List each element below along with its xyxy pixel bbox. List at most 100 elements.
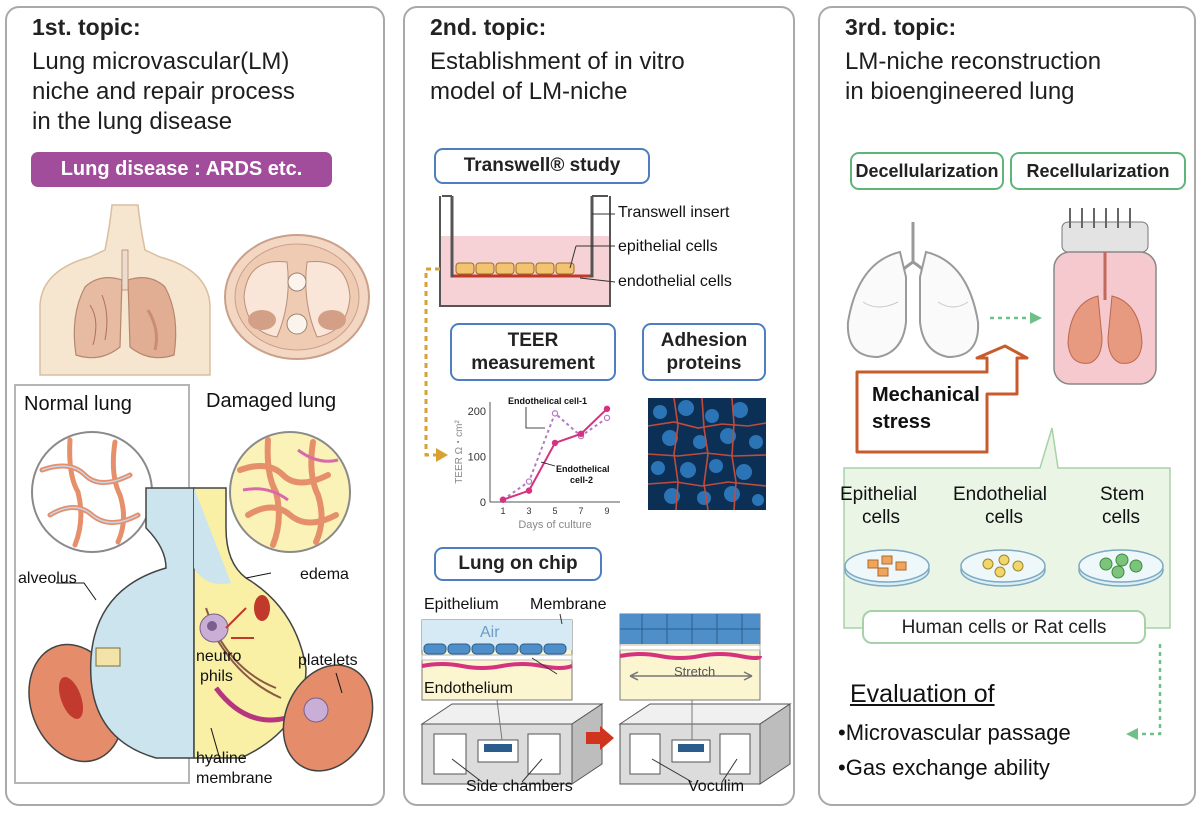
decellularization-label: Decellularization: [855, 161, 999, 181]
series-2-line: [502, 408, 608, 501]
alveolus-label: alveolus: [18, 570, 77, 587]
cells-to-evaluation-arrow: [1126, 644, 1162, 740]
endothelial-cells-label: endothelial cells: [618, 273, 732, 290]
topic-3-title-line-2: in bioengineered lung: [845, 78, 1075, 105]
side-chambers-label: Side chambers: [466, 778, 573, 795]
adhesion-microscopy-image: [647, 397, 767, 511]
bioreactor-jar: [1053, 208, 1157, 385]
normal-lung-label: Normal lung: [24, 393, 132, 415]
topic-2-number: 2nd. topic:: [430, 14, 547, 40]
x-axis-label: Days of culture: [518, 519, 591, 531]
series-2-point: [603, 405, 611, 413]
series-2-point: [577, 430, 585, 438]
adhesion-line-2: proteins: [666, 353, 742, 374]
series-2-annotation-leader: [540, 461, 556, 467]
x-tick-label: 7: [578, 506, 583, 516]
x-tick-label: 9: [604, 506, 609, 516]
platelets-label: platelets: [298, 652, 358, 669]
teer-line-1: TEER: [507, 330, 559, 351]
y-tick-label: 100: [468, 452, 486, 464]
x-tick-label: 5: [552, 506, 557, 516]
transwell-study-box: Transwell® study: [434, 148, 650, 184]
series-1-point: [525, 478, 533, 485]
series-2-point: [499, 496, 507, 503]
cell-type-2-line-2: cells: [985, 507, 1024, 528]
membrane-label: Membrane: [530, 596, 607, 613]
y-axis-label: TEER Ω・cm²: [454, 420, 465, 484]
series-2-annotation-line-1: Endothelical: [556, 464, 610, 474]
epithelial-cells-label: epithelial cells: [618, 238, 718, 255]
voculim-label: Voculim: [688, 778, 745, 795]
neutrophils-label-1: neutro: [196, 648, 242, 665]
cell-type-3-line-1: Stem: [1100, 484, 1145, 505]
transwell-insert-label: Transwell insert: [618, 204, 730, 221]
topic-1-title-line-1: Lung microvascular(LM): [32, 48, 290, 75]
disease-banner-label: Lung disease : ARDS etc.: [60, 158, 303, 180]
topic-1-number: 1st. topic:: [32, 14, 141, 40]
cell-type-3-line-2: cells: [1102, 507, 1141, 528]
torso-illustration: [39, 204, 211, 376]
recellularization-label: Recellularization: [1026, 161, 1170, 181]
topic-3-number: 3rd. topic:: [845, 14, 957, 40]
evaluation-title: Evaluation of: [850, 680, 995, 708]
transwell-diagram: [439, 195, 616, 307]
petri-dish-stem: [1078, 549, 1164, 587]
adhesion-proteins-box: Adhesion proteins: [642, 323, 766, 381]
recellularization-box: Recellularization: [1010, 152, 1186, 190]
series-2-annotation-line-2: cell-2: [570, 475, 593, 485]
mechanical-stress-line-1: Mechanical: [872, 384, 980, 406]
petri-dish-epithelial: [844, 549, 930, 587]
transwell-study-label: Transwell® study: [463, 155, 621, 176]
topic-1-title-line-2: niche and repair process: [32, 78, 295, 105]
hyaline-label-1: hyaline: [196, 750, 247, 767]
evaluation-item-1: •Microvascular passage: [838, 720, 1071, 745]
teer-line-2: measurement: [471, 353, 595, 374]
hyaline-label-2: membrane: [196, 770, 273, 787]
topic-2-title-line-2: model of LM-niche: [430, 78, 628, 105]
teer-measurement-box: TEER measurement: [450, 323, 616, 381]
mechanical-stress-callout: [855, 344, 1029, 454]
ct-slice-illustration: [224, 234, 370, 360]
cell-source-label: Human cells or Rat cells: [901, 617, 1107, 638]
damaged-lung-label: Damaged lung: [206, 390, 337, 412]
series-1-point: [603, 414, 611, 422]
series-1-point: [551, 410, 559, 417]
neutrophils-label-2: phils: [200, 668, 233, 685]
damaged-alveoli-circle: [229, 431, 351, 553]
cell-type-2-line-1: Endothelial: [953, 484, 1048, 505]
decellularization-box: Decellularization: [850, 152, 1004, 190]
evaluation-item-2: •Gas exchange ability: [838, 755, 1050, 780]
adhesion-line-1: Adhesion: [660, 330, 748, 351]
series-2-point: [525, 487, 533, 494]
cell-type-1-line-1: Epithelial: [840, 484, 918, 505]
cell-type-1-line-2: cells: [862, 507, 901, 528]
cell-source-box: Human cells or Rat cells: [862, 610, 1146, 644]
series-1-annotation: Endothelical cell-1: [508, 396, 587, 406]
lung-chip-left: [420, 613, 604, 785]
topic-1-title-line-3: in the lung disease: [32, 108, 233, 135]
transwell-to-teer-arrow: [424, 267, 448, 462]
series-1-annotation-leader: [525, 407, 545, 429]
topic-2-title-line-1: Establishment of in vitro: [430, 48, 685, 75]
edema-label: edema: [300, 566, 349, 583]
petri-dish-endothelial: [960, 549, 1046, 587]
disease-banner: Lung disease : ARDS etc.: [31, 152, 332, 187]
decell-to-recell-arrow: [990, 312, 1042, 324]
x-tick-label: 1: [500, 506, 505, 516]
x-tick-label: 3: [526, 506, 531, 516]
lung-on-chip-box: Lung on chip: [434, 547, 602, 581]
topic-3-title-line-1: LM-niche reconstruction: [845, 48, 1102, 75]
lung-chip-right: [618, 613, 792, 785]
lung-on-chip-label: Lung on chip: [458, 553, 578, 574]
stretch-label: Stretch: [674, 664, 716, 679]
y-tick-label: 0: [480, 497, 486, 509]
decellularized-lung: [846, 222, 980, 359]
series-1-line: [502, 411, 608, 501]
endothelium-label: Endothelium: [424, 680, 513, 697]
epithelium-label: Epithelium: [424, 596, 499, 613]
chip-arrow: [586, 726, 614, 750]
y-tick-label: 200: [468, 406, 486, 418]
air-label: Air: [480, 624, 500, 641]
mechanical-stress-line-2: stress: [872, 411, 931, 433]
